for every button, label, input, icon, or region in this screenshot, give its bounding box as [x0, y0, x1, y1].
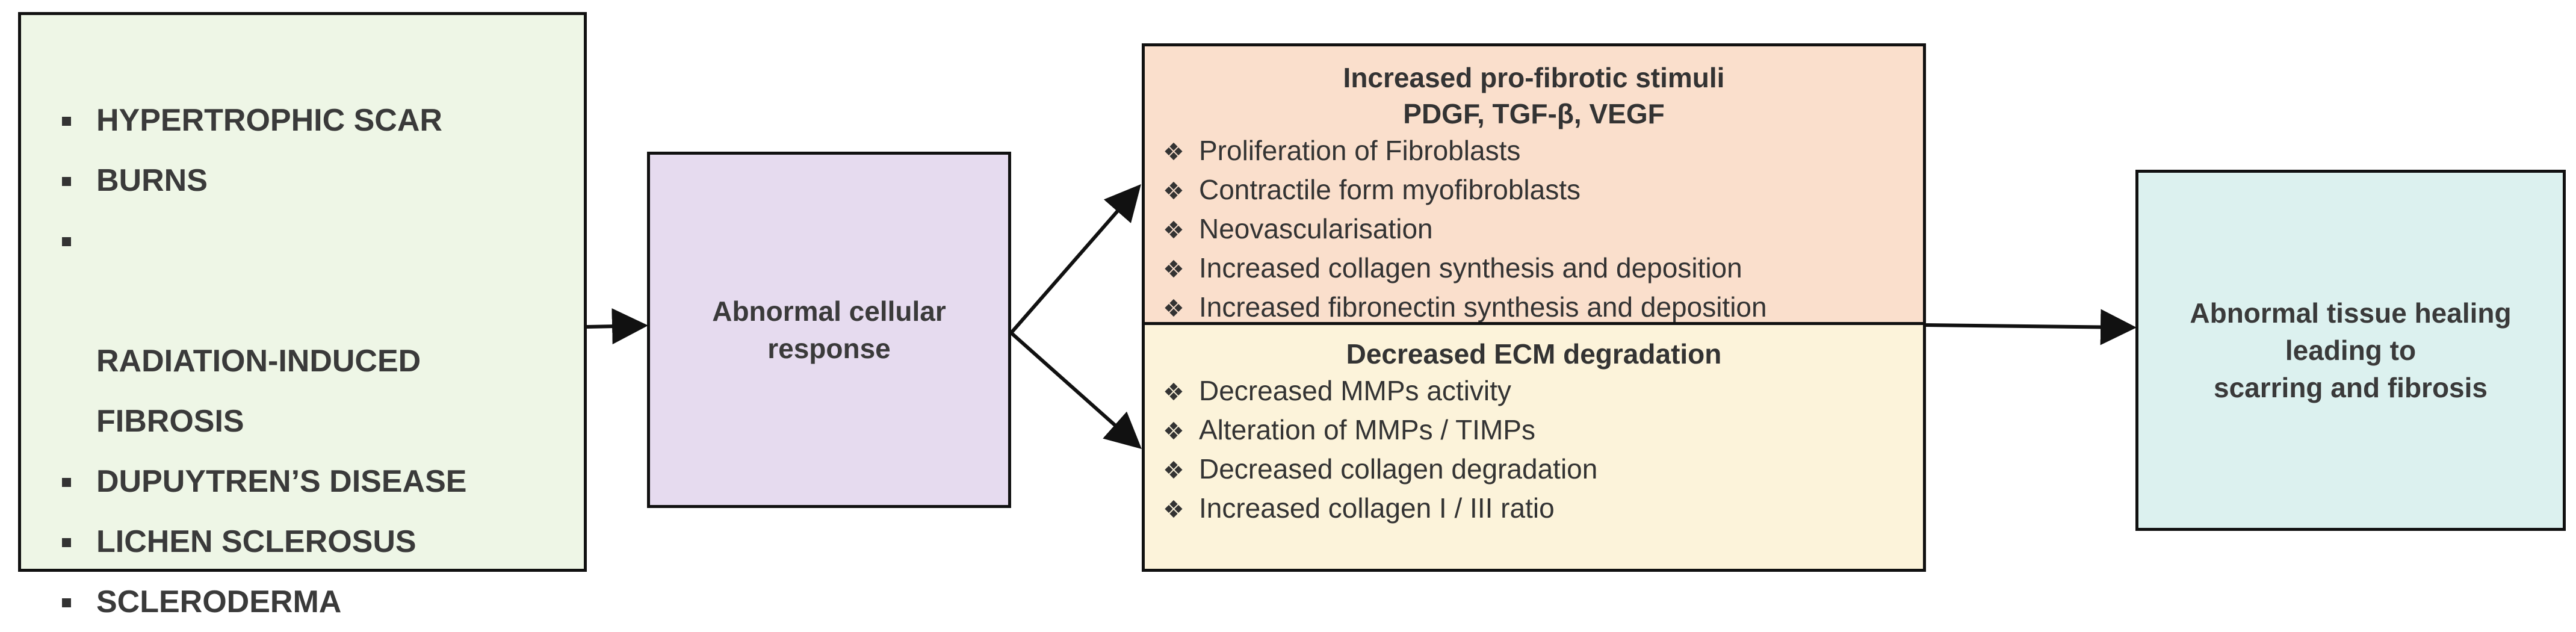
square-bullet-icon: [62, 598, 71, 607]
stimuli-title: Increased pro-fibrotic stimuli: [1343, 62, 1725, 93]
ecm-list: ❖ Decreased MMPs activity ❖ Alteration of …: [1163, 372, 1923, 528]
diamond-bullet-icon: ❖: [1163, 418, 1184, 445]
condition-item: HYPERTROPHIC SCAR: [57, 90, 584, 150]
condition-item: RADIATION-INDUCED FIBROSIS: [57, 211, 584, 451]
stimuli-item-label: Proliferation of Fibroblasts: [1199, 135, 1521, 166]
conditions-list: HYPERTROPHIC SCAR BURNS RADIATION-INDUCE…: [57, 90, 584, 632]
diamond-bullet-icon: ❖: [1163, 139, 1184, 166]
arrow-cellular-to-ecm: [1010, 331, 1142, 449]
condition-item: DUPUYTREN’S DISEASE: [57, 451, 584, 512]
ecm-item: ❖ Alteration of MMPs / TIMPs: [1163, 411, 1923, 450]
stimuli-item-label: Increased collagen synthesis and deposit…: [1199, 252, 1742, 283]
stimuli-item: ❖ Increased collagen synthesis and deposi…: [1163, 249, 1923, 288]
stimuli-item-label: Contractile form myofibroblasts: [1199, 174, 1581, 205]
stimuli-item-label: Increased fibronectin synthesis and depo…: [1199, 291, 1767, 323]
stimuli-subtitle: PDGF, TGF-β, VEGF: [1403, 98, 1665, 129]
diamond-bullet-icon: ❖: [1163, 178, 1184, 205]
ecm-item: ❖ Increased collagen I / III ratio: [1163, 489, 1923, 528]
condition-item: BURNS: [57, 150, 584, 211]
square-bullet-icon: [62, 177, 71, 186]
flow-arrows: [586, 184, 2137, 449]
stimuli-item: ❖ Proliferation of Fibroblasts: [1163, 132, 1923, 171]
condition-item: LICHEN SCLEROSUS: [57, 512, 584, 572]
diamond-bullet-icon: ❖: [1163, 379, 1184, 406]
ecm-item-label: Alteration of MMPs / TIMPs: [1199, 414, 1535, 445]
arrow-panels-to-outcome: [1925, 309, 2137, 345]
stimuli-item-label: Neovascularisation: [1199, 213, 1433, 244]
condition-label: LICHEN SCLEROSUS: [96, 524, 416, 559]
outcome-box: Abnormal tissue healing leading to scarr…: [2135, 170, 2566, 531]
condition-label: HYPERTROPHIC SCAR: [96, 103, 442, 138]
diamond-bullet-icon: ❖: [1163, 217, 1184, 244]
cellular-response-label: Abnormal cellular response: [712, 296, 946, 364]
stimuli-item: ❖ Increased fibronectin synthesis and dep…: [1163, 288, 1923, 327]
pro-fibrotic-stimuli-box: Increased pro-fibrotic stimuli PDGF, TGF…: [1142, 43, 1926, 325]
square-bullet-icon: [62, 478, 71, 487]
ecm-degradation-box: Decreased ECM degradation ❖ Decreased MMP…: [1142, 322, 1926, 572]
square-bullet-icon: [62, 237, 71, 246]
ecm-item-label: Decreased collagen degradation: [1199, 453, 1598, 485]
square-bullet-icon: [62, 538, 71, 547]
diamond-bullet-icon: ❖: [1163, 256, 1184, 283]
square-bullet-icon: [62, 117, 71, 126]
stimuli-item: ❖ Neovascularisation: [1163, 210, 1923, 249]
stimuli-list: ❖ Proliferation of Fibroblasts ❖ Contracti…: [1163, 132, 1923, 327]
diamond-bullet-icon: ❖: [1163, 497, 1184, 523]
outcome-label: Abnormal tissue healing leading to scarr…: [2190, 297, 2512, 403]
diamond-bullet-icon: ❖: [1163, 296, 1184, 322]
cellular-response-box: Abnormal cellular response: [647, 152, 1011, 508]
ecm-item: ❖ Decreased collagen degradation: [1163, 450, 1923, 489]
ecm-item-label: Increased collagen I / III ratio: [1199, 492, 1555, 524]
arrow-conditions-to-cellular: [586, 308, 648, 345]
diamond-bullet-icon: ❖: [1163, 457, 1184, 484]
conditions-box: HYPERTROPHIC SCAR BURNS RADIATION-INDUCE…: [18, 12, 587, 619]
condition-label: DUPUYTREN’S DISEASE: [96, 464, 467, 499]
condition-label: BURNS: [96, 163, 208, 198]
ecm-title: Decreased ECM degradation: [1346, 338, 1722, 370]
ecm-item-label: Decreased MMPs activity: [1199, 375, 1511, 406]
ecm-item: ❖ Decreased MMPs activity: [1163, 372, 1923, 411]
stimuli-item: ❖ Contractile form myofibroblasts: [1163, 171, 1923, 210]
condition-label: RADIATION-INDUCED FIBROSIS: [96, 344, 421, 439]
arrow-cellular-to-stimuli: [1009, 184, 1141, 334]
